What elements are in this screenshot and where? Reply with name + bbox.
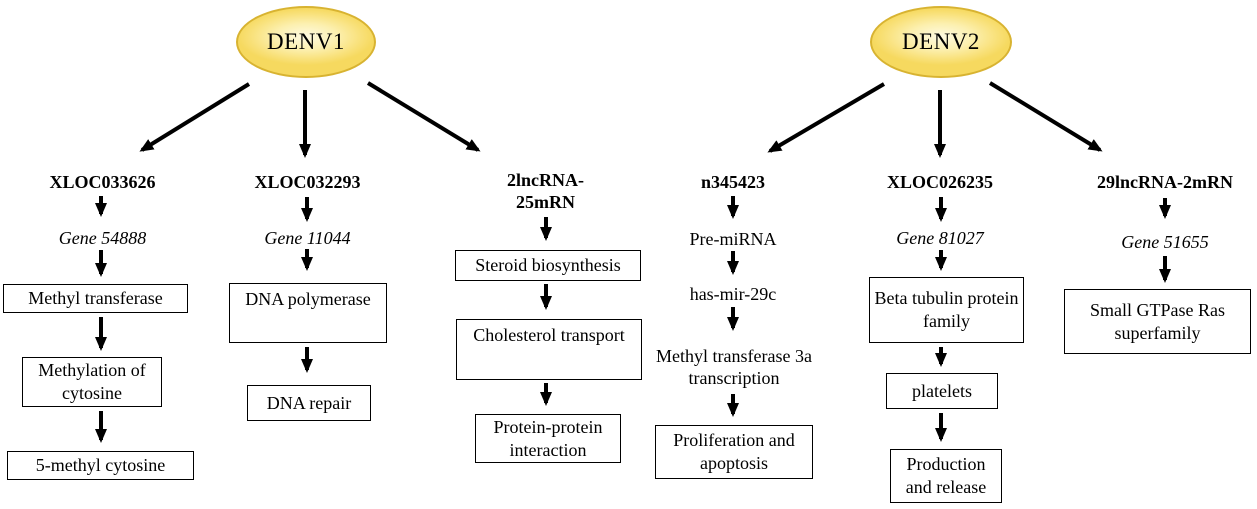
arrow-denv2-to-chain3 [988,81,1103,152]
denv2-chain3-title: 29lncRNA-2mRN [1097,172,1233,192]
pathway-box-methyl-transferase: Methyl transferase [3,284,188,313]
pathway-box-methylation-of-cytosine: Methylation of cytosine [22,357,162,407]
arrow-denv1-to-chain3 [366,81,481,152]
denv1-chain2-title: XLOC032293 [254,172,361,192]
denv1-chain1-title: XLOC033626 [49,172,156,192]
pathway-box-production-and-release: Production and release [890,449,1002,503]
pathway-box-platelets: platelets [886,373,998,409]
pathway-box-small-gtpase-ras-superfamily: Small GTPase Ras superfamily [1064,289,1251,354]
denv2-chain2-title: XLOC026235 [886,172,993,192]
denv2-chain2-gene: Gene 81027 [896,228,984,248]
pathway-box-dna-repair: DNA repair [247,385,371,421]
pathway-box-5-methyl-cytosine: 5-methyl cytosine [7,451,194,480]
denv2-chain1-title: n345423 [700,172,765,192]
denv2-chain1-step-methyl-transferase-3a: Methyl transferase 3a transcription [656,346,812,388]
pathway-box-dna-polymerase: DNA polymerase [229,283,387,343]
denv2-chain1-step-has-mir-29c: has-mir-29c [689,284,777,304]
denv2-chain1-step-pre-mirna: Pre-miRNA [689,229,777,249]
pathway-box-proliferation-and-apoptosis: Proliferation and apoptosis [655,425,813,479]
denv1-label: DENV1 [267,29,345,54]
denv1-node: DENV1 [236,6,376,78]
pathway-box-cholesterol-transport: Cholesterol transport [456,319,642,380]
denv1-chain2-gene: Gene 11044 [264,228,351,248]
denv2-node: DENV2 [870,6,1012,78]
pathway-box-beta-tubulin-protein-family: Beta tubulin protein family [869,277,1024,343]
arrow-denv2-to-chain1 [767,82,886,153]
pathway-box-steroid-biosynthesis: Steroid biosynthesis [455,250,641,281]
arrow-denv1-to-chain1 [139,82,251,152]
denv1-chain1-gene: Gene 54888 [58,228,147,248]
pathway-box-protein-protein-interaction: Protein-protein interaction [475,414,621,463]
denv2-label: DENV2 [902,29,980,54]
denv2-chain3-gene: Gene 51655 [1121,232,1209,252]
denv1-chain3-title: 2lncRNA-25mRN [507,170,584,212]
